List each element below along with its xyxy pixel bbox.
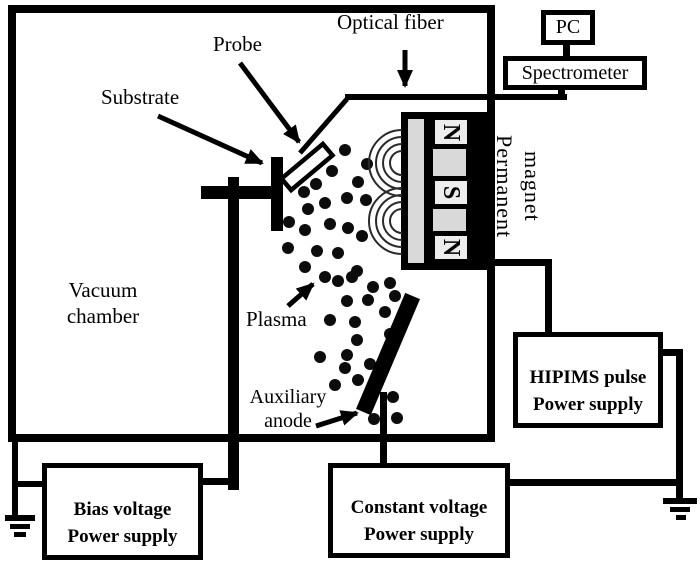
plasma-particle [360, 194, 372, 206]
plasma-particle [310, 178, 322, 190]
plasma-particle [339, 362, 351, 374]
plasma-particle [299, 261, 311, 273]
plasma-particle [324, 314, 336, 326]
optical-fiber-label: Optical fiber [337, 10, 444, 34]
plasma-particle [299, 224, 311, 236]
plasma-particle [282, 242, 294, 254]
constant-power-supply-box: Constant voltage Power supply [328, 463, 510, 558]
magnet-pole-top: N [430, 115, 472, 149]
probe-label: Probe [213, 32, 262, 56]
plasma-particle [283, 216, 295, 228]
plasma-particle [341, 349, 353, 361]
plasma-particle [339, 144, 351, 156]
plasma-particle [332, 247, 344, 259]
plasma-particle [352, 176, 364, 188]
pc-label: PC [555, 16, 581, 38]
left-ground-wire [12, 440, 18, 517]
vacuum-chamber-wall [8, 5, 495, 442]
substrate-holder-post [228, 177, 239, 490]
substrate-holder-arm [201, 186, 277, 199]
hipims-supply-label-line2: Power supply [533, 394, 643, 415]
plasma-particle [361, 158, 373, 170]
plasma-particle [342, 222, 354, 234]
bias-power-supply-box: Bias voltage Power supply [42, 463, 203, 560]
pole-letter: N [438, 238, 465, 257]
plasma-particle [362, 294, 374, 306]
bias-supply-label-line1: Bias voltage [73, 499, 172, 520]
optical-fiber-line [345, 94, 567, 100]
plasma-particle [332, 275, 344, 287]
plasma-particle [341, 295, 353, 307]
plasma-particle [302, 203, 314, 215]
plasma-particle [351, 334, 363, 346]
magnet-target-bar [473, 112, 491, 270]
spectrometer-label: Spectrometer [521, 61, 629, 84]
plasma-particle [314, 351, 326, 363]
plasma-particle [329, 379, 341, 391]
hipims-power-supply-box: HIPIMS pulse Power supply [513, 332, 663, 428]
plasma-particle [368, 413, 380, 425]
plasma-particle [349, 316, 361, 328]
plasma-particle [326, 165, 338, 177]
pc-box: PC [541, 10, 595, 45]
plasma-particle [364, 358, 376, 370]
plasma-particle [384, 328, 396, 340]
bias-supply-label-line2: Power supply [67, 526, 178, 547]
permanent-magnet-label: Permanent magnet [492, 134, 545, 239]
magnet-pole-middle: S [430, 176, 472, 209]
hipims-supply-label-line1: HIPIMS pulse [529, 367, 647, 388]
plasma-particle [319, 197, 331, 209]
plasma-particle [298, 186, 310, 198]
pole-letter: N [438, 123, 465, 141]
plasma-particle [324, 218, 336, 230]
plasma-particle [356, 230, 368, 242]
vacuum-chamber-label: Vacuum chamber [66, 278, 140, 328]
magnet-yoke-strip [424, 118, 433, 264]
plasma-particle [389, 290, 401, 302]
magnet-wire-vertical [545, 259, 552, 348]
plasma-particle [387, 391, 399, 403]
magnet-wire-horizontal [488, 259, 551, 266]
constant-minus-wire [458, 479, 683, 486]
plasma-particle [384, 277, 396, 289]
constant-supply-label-line1: Constant voltage [350, 497, 488, 518]
anode-supply-wire [380, 392, 387, 476]
plasma-particle [346, 271, 358, 283]
plasma-label: Plasma [246, 307, 307, 331]
plasma-particle [311, 245, 323, 257]
substrate-label: Substrate [101, 85, 180, 109]
pole-letter: S [438, 185, 465, 200]
pc-spectrometer-connector [563, 42, 570, 57]
plasma-particle [391, 412, 403, 424]
right-ground-wire [676, 349, 683, 499]
plasma-particle [352, 374, 364, 386]
spectrometer-box: Spectrometer [503, 56, 647, 90]
constant-supply-label-line2: Power supply [364, 524, 474, 545]
fiber-to-spectrometer-connector [558, 87, 565, 100]
auxiliary-anode-label: Auxiliary anode [249, 386, 327, 432]
plasma-particle [367, 281, 379, 293]
plasma-particle [341, 192, 353, 204]
magnet-pole-bottom: N [430, 231, 472, 264]
substrate-plate [271, 157, 283, 231]
plasma-particle [379, 306, 391, 318]
plasma-particle [319, 271, 331, 283]
bias-plus-wire [12, 481, 67, 487]
